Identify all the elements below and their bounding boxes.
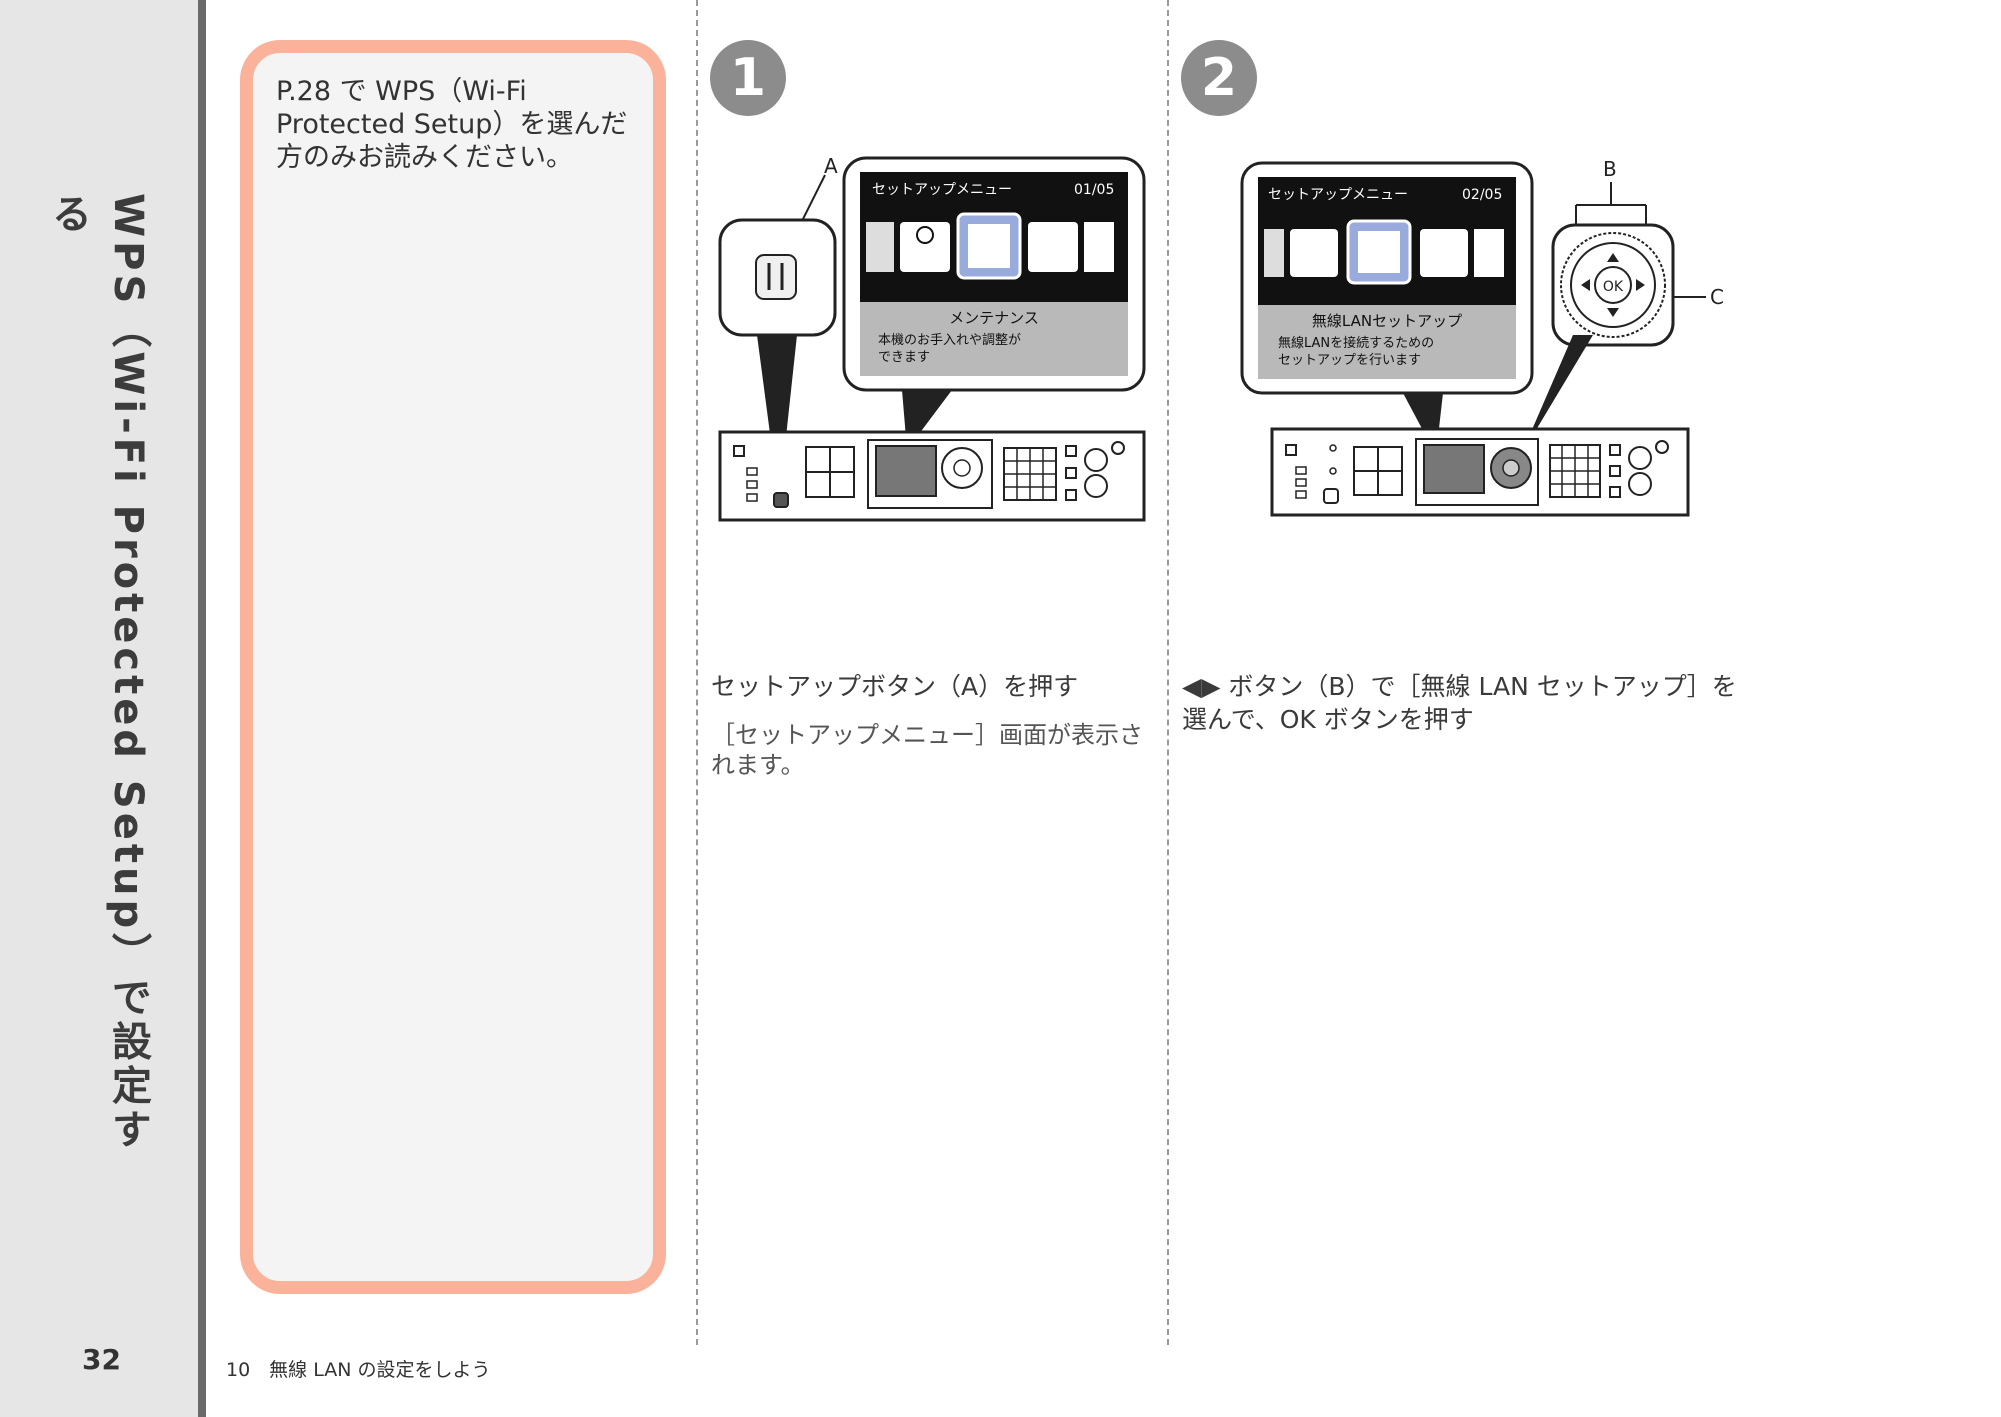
column-divider <box>1167 0 1169 1345</box>
callout-label-c: C <box>1710 285 1724 309</box>
note-text: P.28 で WPS（Wi-Fi Protected Setup）を選んだ方のみ… <box>276 76 628 173</box>
column-divider <box>696 0 698 1345</box>
wireless-icon <box>1028 222 1078 272</box>
screen-title: セットアップメニュー <box>872 182 1012 198</box>
up-arrow-icon <box>1607 253 1619 262</box>
maintenance-icon <box>1290 229 1338 277</box>
screen-page: 02/05 <box>1462 187 1502 203</box>
sidebar-divider <box>198 0 206 1417</box>
device-settings-icon <box>1420 229 1468 277</box>
step-number-badge: 2 <box>1181 40 1257 116</box>
step-number-badge: 1 <box>710 40 786 116</box>
screen-item-desc: できます <box>878 350 930 365</box>
screen-item-name: メンテナンス <box>949 309 1039 327</box>
left-arrow-icon <box>1581 279 1590 291</box>
page-number: 32 <box>82 1343 121 1376</box>
setup-tool-icon <box>755 254 797 300</box>
ok-button <box>1594 266 1632 304</box>
screen-title: セットアップメニュー <box>1268 187 1408 203</box>
screen-item-desc: 本機のお手入れや調整が <box>878 333 1021 348</box>
screen-page: 01/05 <box>1074 182 1114 198</box>
step-heading: セットアップボタン（A）を押す <box>711 672 1079 701</box>
ok-label: OK <box>1603 279 1624 295</box>
screen-item-name: 無線LANセットアップ <box>1312 312 1462 330</box>
screen-item-desc: 無線LANを接続するための <box>1278 335 1434 351</box>
callout-label-b: B <box>1603 157 1617 181</box>
step-1-illustration: A セットアップメニュー 01/05 メンテナンス 本機のお手入れや調整が でき… <box>718 154 1146 522</box>
section-title: WPS（Wi-Fi Protected Setup）で設定する <box>45 193 151 1153</box>
info-icon <box>900 222 950 272</box>
sidebar <box>0 0 198 1417</box>
screen-item-desc: セットアップを行います <box>1278 353 1421 368</box>
step-2-illustration: セットアップメニュー 02/05 無線LANセットアップ 無線LANを接続するた… <box>1240 157 1724 517</box>
note-card <box>240 40 666 1294</box>
down-arrow-icon <box>1607 308 1619 317</box>
step-detail: ［セットアップメニュー］画面が表示されます。 <box>711 721 1143 779</box>
callout-label-a: A <box>824 154 838 178</box>
step-heading: ◀▶ ボタン（B）で［無線 LAN セットアップ］を選んで、OK ボタンを押す <box>1182 672 1737 734</box>
footer-label: 10 無線 LAN の設定をしよう <box>226 1359 491 1381</box>
right-arrow-icon <box>1636 279 1645 291</box>
